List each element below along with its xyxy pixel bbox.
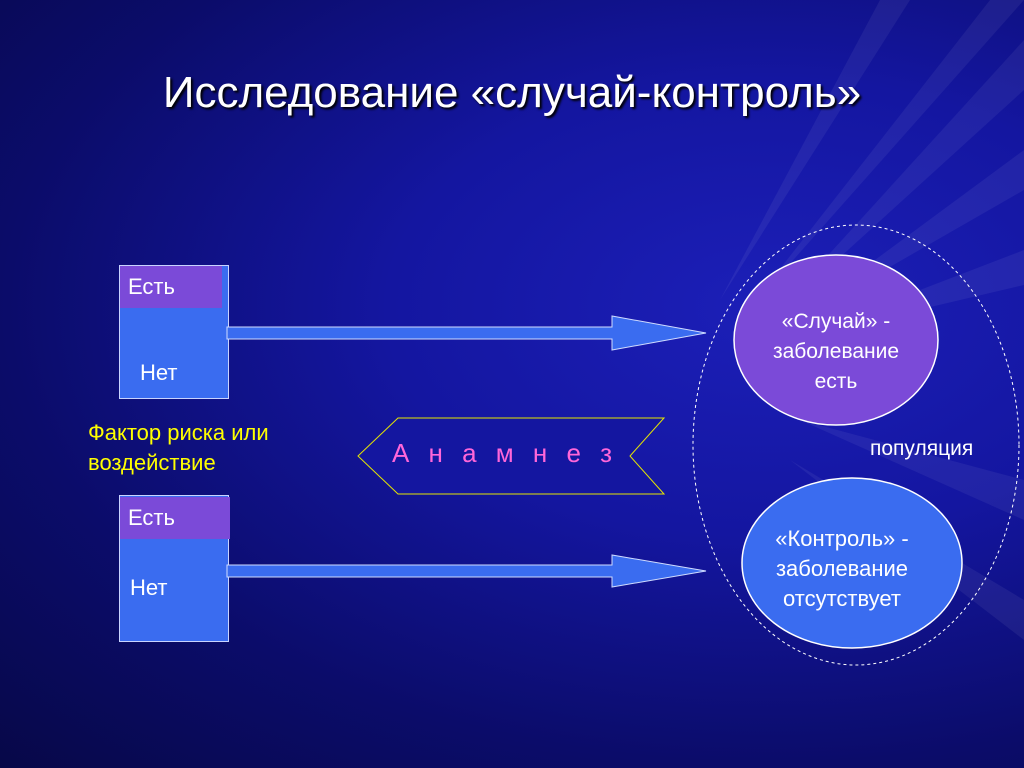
cases-label-line3: есть: [814, 370, 858, 393]
risk-factor-label: Фактор риска или воздействие: [88, 418, 368, 478]
exposure-yes-bottom: Есть: [120, 497, 230, 539]
cases-label-line2: заболевание: [772, 340, 900, 363]
anamnesis-label: А н а м н е з: [391, 438, 619, 468]
exposure-no-top: Нет: [140, 360, 178, 385]
population-label: популяция: [870, 437, 974, 460]
controls-label-line1: «Контроль» -: [775, 526, 909, 551]
risk-factor-label-line2: воздействие: [88, 450, 216, 475]
risk-factor-label-line1: Фактор риска или: [88, 420, 269, 445]
slide-title: Исследование «случай-контроль»: [162, 68, 862, 117]
controls-label-line3: отсутствует: [782, 586, 902, 611]
cases-label: «Случай» - заболевание есть: [736, 307, 936, 397]
exposure-yes-top: Есть: [120, 266, 222, 308]
exposure-no-bottom: Нет: [130, 575, 168, 600]
cases-label-line1: «Случай» -: [781, 310, 891, 333]
controls-label-line2: заболевание: [775, 556, 909, 581]
controls-label: «Контроль» - заболевание отсутствует: [742, 524, 942, 614]
